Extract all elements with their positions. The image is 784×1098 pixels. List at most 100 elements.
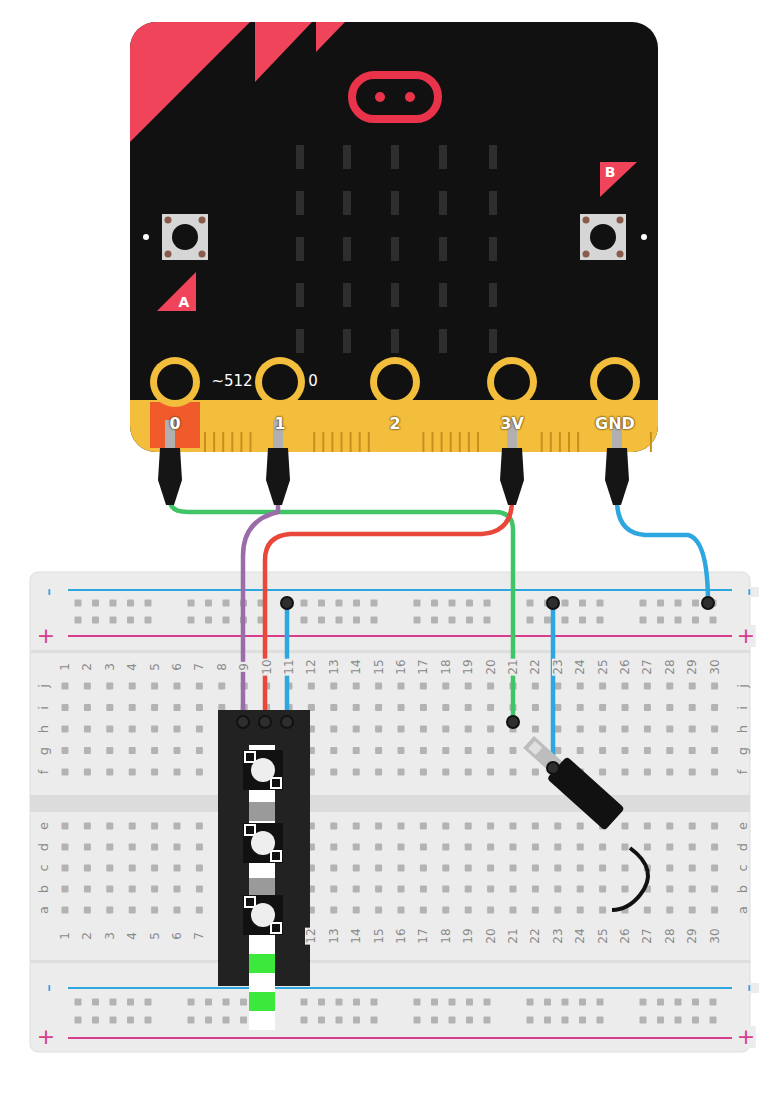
hole (151, 865, 158, 872)
hole (106, 747, 113, 754)
hole (398, 865, 405, 872)
row-letter: f (37, 769, 50, 776)
hole (532, 844, 539, 851)
strip-segment (249, 992, 275, 1011)
hole (711, 704, 718, 711)
hole (129, 844, 136, 851)
hole (689, 704, 696, 711)
hole (420, 907, 427, 914)
edge-finger (541, 432, 543, 452)
edge-finger (441, 432, 443, 452)
hole (675, 1017, 682, 1024)
rail-sign: + (736, 1026, 756, 1048)
edge-finger (204, 432, 206, 452)
hole (689, 683, 696, 690)
hole (544, 999, 551, 1006)
hole (174, 844, 181, 851)
center-channel (30, 795, 750, 812)
hole (657, 600, 664, 607)
column-number: 26 (619, 658, 631, 675)
hole (301, 999, 308, 1006)
led (489, 191, 497, 215)
hole (420, 726, 427, 733)
row-letter: j (736, 683, 749, 689)
column-number: 23 (552, 927, 564, 944)
hole (640, 999, 647, 1006)
column-number: 28 (664, 927, 676, 944)
hole (84, 865, 91, 872)
edge-finger (459, 432, 461, 452)
hole (174, 747, 181, 754)
edge-finger (341, 432, 343, 452)
hole (336, 999, 343, 1006)
hole (562, 999, 569, 1006)
hole (84, 747, 91, 754)
hole (442, 823, 449, 830)
hole (398, 747, 405, 754)
led (489, 237, 497, 261)
strip-segment (249, 935, 275, 954)
edge-finger (222, 432, 224, 452)
hole (84, 726, 91, 733)
hole (442, 865, 449, 872)
hole (711, 823, 718, 830)
rail-sign: + (736, 625, 756, 647)
hole (129, 769, 136, 776)
hole (371, 617, 378, 624)
hole (174, 683, 181, 690)
hole (644, 704, 651, 711)
wire-end (547, 597, 559, 609)
hole (127, 617, 134, 624)
row-letter: b (736, 884, 749, 894)
rail-sign: - (37, 587, 59, 597)
hole (466, 1017, 473, 1024)
hole (622, 747, 629, 754)
hole (577, 865, 584, 872)
pin-label: GND (594, 416, 636, 432)
hole (431, 600, 438, 607)
hole (692, 600, 699, 607)
hole (75, 999, 82, 1006)
row-letter: e (736, 821, 749, 831)
hole (562, 1017, 569, 1024)
hole (330, 907, 337, 914)
column-number: 28 (664, 658, 676, 675)
hole (644, 907, 651, 914)
hole (532, 704, 539, 711)
hole (84, 886, 91, 893)
pin-value: 0 (307, 374, 319, 389)
hole (465, 769, 472, 776)
hole (196, 747, 203, 754)
hole (640, 617, 647, 624)
hole (579, 600, 586, 607)
hole (510, 769, 517, 776)
hole (644, 726, 651, 733)
hole (510, 886, 517, 893)
hole (129, 683, 136, 690)
hole (657, 999, 664, 1006)
hole (353, 704, 360, 711)
strip-segment (249, 1011, 275, 1030)
wire-end (547, 762, 559, 774)
led (391, 283, 399, 307)
hole (375, 769, 382, 776)
column-number: 27 (641, 927, 653, 944)
hole (205, 600, 212, 607)
hole (127, 999, 134, 1006)
column-number: 14 (350, 927, 362, 944)
hole (174, 769, 181, 776)
led-chip (243, 895, 283, 935)
column-number: 22 (529, 927, 541, 944)
hole (554, 844, 561, 851)
hole (510, 844, 517, 851)
hole (375, 886, 382, 893)
hole (622, 844, 629, 851)
hole (622, 704, 629, 711)
hole (318, 1017, 325, 1024)
hole (442, 704, 449, 711)
hole (205, 1017, 212, 1024)
column-number: 27 (641, 658, 653, 675)
edge-finger (213, 432, 215, 452)
column-number: 1 (59, 931, 71, 941)
hole (353, 726, 360, 733)
